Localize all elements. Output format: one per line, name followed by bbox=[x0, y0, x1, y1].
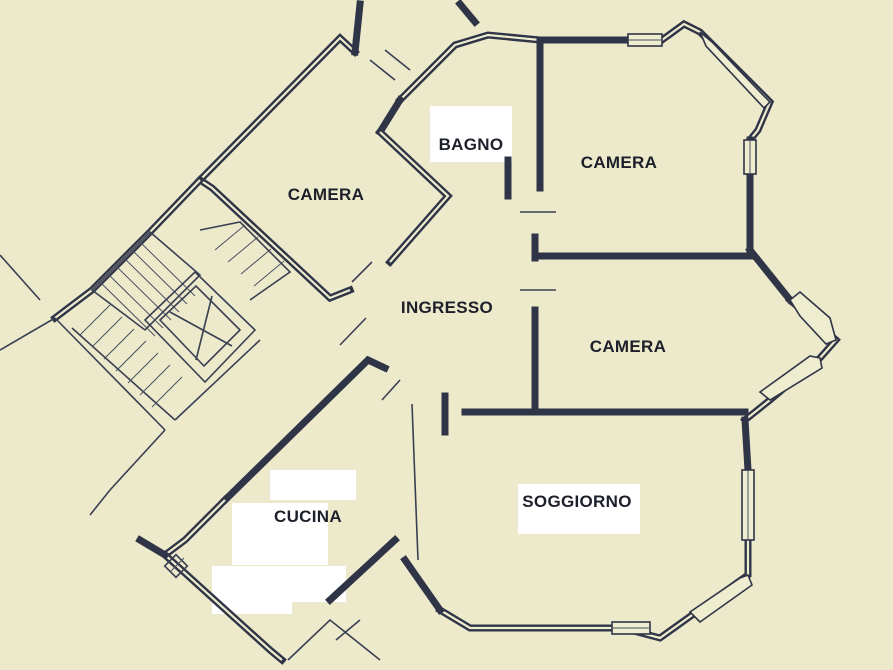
interior-walls bbox=[339, 36, 754, 561]
room-label-cucina: CUCINA bbox=[274, 507, 342, 526]
room-labels: CAMERA BAGNO CAMERA INGRESSO CAMERA CUCI… bbox=[274, 135, 666, 526]
room-label-camera-2: CAMERA bbox=[581, 153, 657, 172]
erased-patches bbox=[212, 106, 640, 614]
windows bbox=[611, 31, 837, 635]
staircase bbox=[0, 221, 292, 516]
room-label-camera-1: CAMERA bbox=[288, 185, 364, 204]
elevator-shaft bbox=[143, 270, 257, 384]
room-label-ingresso: INGRESSO bbox=[401, 298, 493, 317]
room-label-soggiorno: SOGGIORNO bbox=[522, 492, 631, 511]
room-label-bagno: BAGNO bbox=[439, 135, 504, 154]
room-label-camera-3: CAMERA bbox=[590, 337, 666, 356]
fixtures bbox=[163, 49, 411, 661]
